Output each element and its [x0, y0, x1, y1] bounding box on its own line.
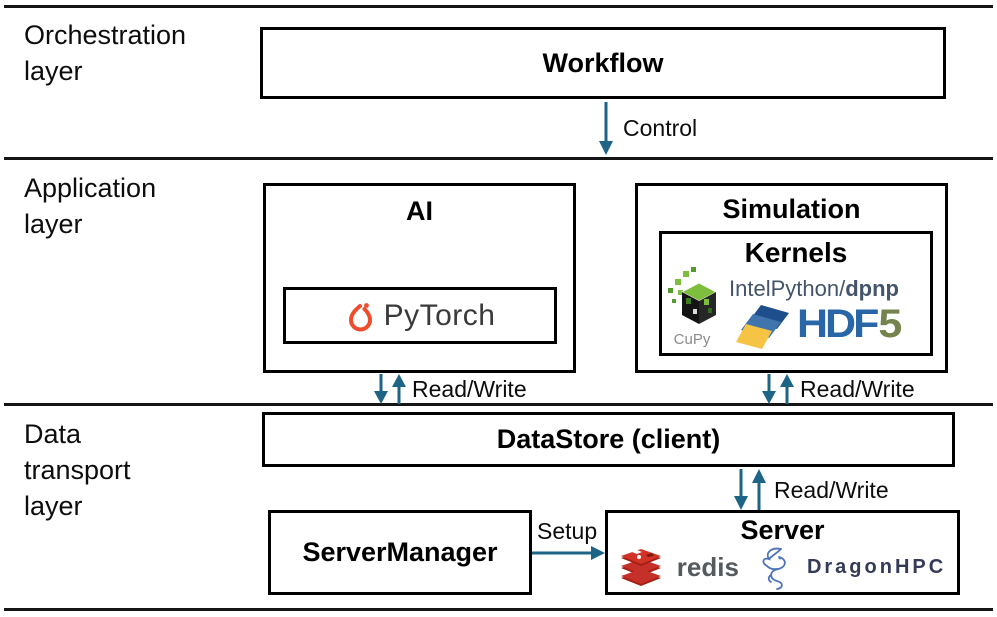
ai-readwrite-arrow-down-icon [374, 374, 388, 404]
orchestration-layer-label-line1: Orchestration [24, 20, 187, 50]
hdf5-logo-hdf: HDF [797, 302, 879, 347]
control-arrow-label: Control [623, 115, 698, 141]
orchestration-layer-label: Orchestration layer [24, 17, 186, 89]
pytorch-label: PyTorch [383, 298, 496, 332]
application-layer-label-line1: Application [24, 173, 157, 203]
ai-box: AI [263, 183, 576, 373]
datastore-readwrite-label: Read/Write [774, 477, 889, 503]
sim-readwrite-label: Read/Write [800, 376, 915, 402]
application-layer-label-line2: layer [24, 209, 83, 239]
datastore-readwrite-arrow-down-icon [734, 469, 748, 510]
hdf5-logo: HDF5 [797, 302, 902, 347]
intelpython-dpnp-label: IntelPython/dpnp [729, 276, 899, 302]
redis-icon [620, 548, 661, 586]
data-transport-layer-label-line1: Data [24, 419, 82, 449]
datastore-readwrite-arrow-up-icon [752, 469, 766, 510]
server-logos: redis DragonHPC [608, 543, 957, 592]
data-transport-layer-label-line3: layer [24, 491, 83, 521]
sim-readwrite-arrow-down-icon [762, 374, 776, 404]
dragonhpc-dragon-icon [762, 547, 786, 590]
ai-readwrite-label: Read/Write [412, 376, 527, 402]
pytorch-flame-icon [348, 302, 372, 331]
cupy-cube-icon [668, 267, 717, 324]
control-arrow-down-icon [599, 102, 613, 155]
sim-readwrite-arrow-up-icon [780, 374, 794, 404]
layer-divider-orchestration-application [4, 157, 993, 160]
layer-divider-bottom [4, 608, 993, 611]
hdf5-logo-five: 5 [878, 302, 902, 347]
application-layer-label: Application layer [24, 170, 156, 242]
ai-title: AI [406, 196, 433, 226]
kernels-title: Kernels [744, 237, 848, 268]
server-title: Server [740, 515, 825, 545]
server-box: Server [605, 510, 960, 595]
data-transport-layer-label-line2: transport [24, 455, 131, 485]
server-manager-title: ServerManager [302, 537, 498, 567]
data-transport-layer-label: Data transport layer [24, 416, 131, 524]
dpnp-label: dpnp [845, 276, 899, 301]
orchestration-layer-label-line2: layer [24, 56, 83, 86]
server-manager-box: ServerManager [268, 510, 532, 595]
simulation-title: Simulation [722, 194, 861, 224]
redis-label: redis [676, 552, 739, 582]
kernels-box: Kernels [659, 231, 933, 356]
oneapi-layers-icon [736, 305, 789, 349]
pytorch-box: PyTorch [283, 287, 557, 344]
datastore-box: DataStore (client) [262, 412, 955, 467]
dragonhpc-label: DragonHPC [806, 556, 947, 578]
setup-arrow-label: Setup [537, 518, 598, 544]
cupy-label: CuPy [673, 331, 711, 348]
intelpython-prefix: IntelPython/ [729, 276, 846, 301]
layer-divider-application-data [4, 403, 993, 406]
layer-divider-top [4, 5, 993, 8]
workflow-box: Workflow [260, 27, 946, 99]
datastore-title: DataStore (client) [496, 424, 721, 454]
workflow-title: Workflow [542, 47, 664, 78]
setup-arrow-right-icon [532, 546, 605, 560]
ai-readwrite-arrow-up-icon [392, 374, 406, 404]
